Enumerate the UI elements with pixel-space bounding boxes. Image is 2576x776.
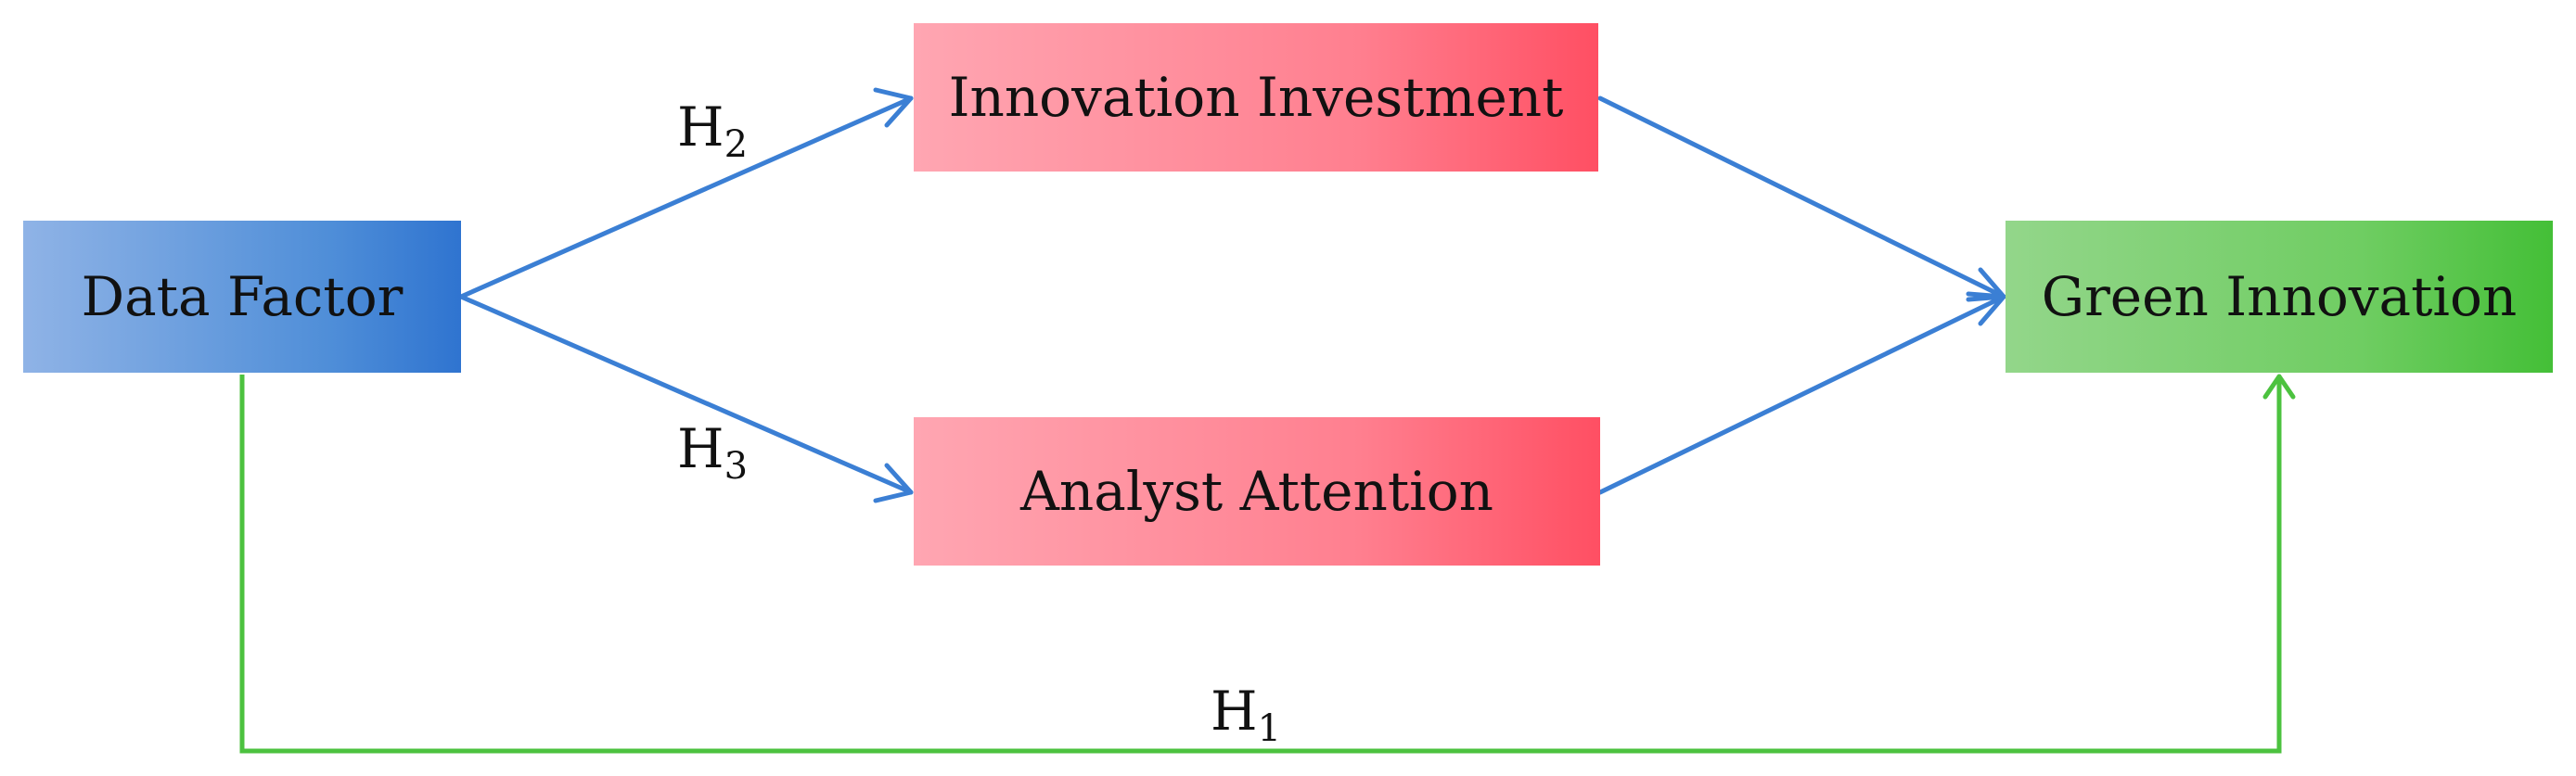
node-innovation-investment-label: Innovation Investment — [948, 66, 1564, 129]
arrowhead-analyst-attention — [873, 463, 914, 503]
hypothesis-letter: H — [677, 95, 724, 159]
hypothesis-index: 3 — [724, 445, 749, 488]
hypothesis-label-h2: H2 — [677, 100, 748, 163]
arrow-data-factor-to-innovation-investment — [458, 95, 914, 299]
arrow-innovation-investment-to-green-innovation — [1597, 95, 2006, 299]
node-innovation-investment: Innovation Investment — [914, 23, 1598, 172]
node-green-innovation-label: Green Innovation — [2041, 265, 2518, 328]
arrowhead-green-innovation-lower — [1966, 294, 2006, 326]
arrow-data-factor-to-analyst-attention — [458, 294, 914, 495]
node-data-factor: Data Factor — [23, 221, 461, 373]
arrow-analyst-attention-to-green-innovation — [1597, 294, 2006, 495]
arrow-data-factor-to-green-innovation — [239, 375, 2282, 754]
node-data-factor-label: Data Factor — [81, 265, 404, 328]
hypothesis-index: 1 — [1257, 707, 1282, 750]
node-green-innovation: Green Innovation — [2006, 221, 2553, 373]
hypothesis-letter: H — [677, 417, 724, 480]
arrowhead-innovation-investment — [873, 87, 914, 128]
hypothesis-index: 2 — [724, 123, 749, 166]
node-analyst-attention-label: Analyst Attention — [1020, 460, 1493, 523]
arrowhead-green-innovation-bottom — [2262, 374, 2296, 400]
hypothesis-label-h3: H3 — [677, 422, 748, 485]
hypothesis-letter: H — [1211, 680, 1258, 743]
node-analyst-attention: Analyst Attention — [914, 417, 1600, 566]
hypothesis-label-h1: H1 — [1211, 684, 1281, 747]
